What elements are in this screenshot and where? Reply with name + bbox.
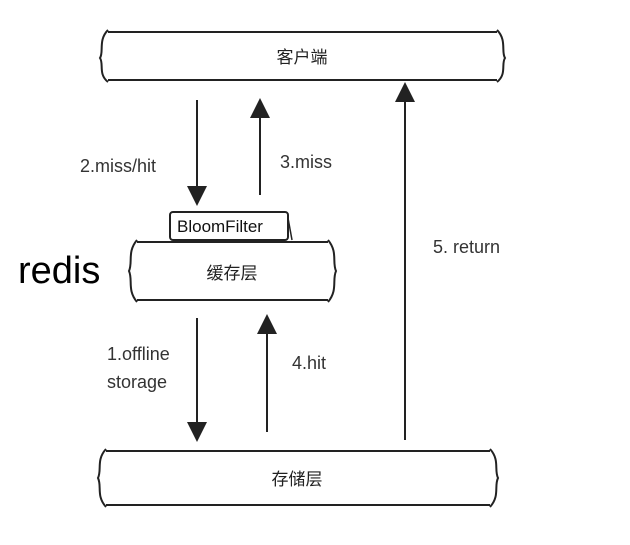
arrow-miss-label: 3.miss	[280, 152, 332, 172]
client-layer-label: 客户端	[277, 48, 328, 68]
arrow-return-label: 5. return	[433, 237, 500, 257]
bloom-filter-box: BloomFilter	[169, 211, 293, 241]
arrow-offline-label-line1: 1.offline	[107, 344, 170, 364]
storage-layer-label: 存储层	[272, 470, 323, 490]
arrow-hit-label: 4.hit	[292, 353, 326, 373]
cache-layer-label: 缓存层	[207, 264, 258, 284]
redis-label: redis	[18, 250, 100, 292]
cache-layer-box: 缓存层	[127, 239, 338, 303]
arrow-offline-label-line2: storage	[107, 372, 167, 392]
storage-layer-box: 存储层	[96, 448, 500, 508]
client-layer-box: 客户端	[98, 29, 507, 83]
bloom-filter-label: BloomFilter	[177, 217, 263, 236]
arrow-miss-hit-label: 2.miss/hit	[80, 156, 156, 176]
